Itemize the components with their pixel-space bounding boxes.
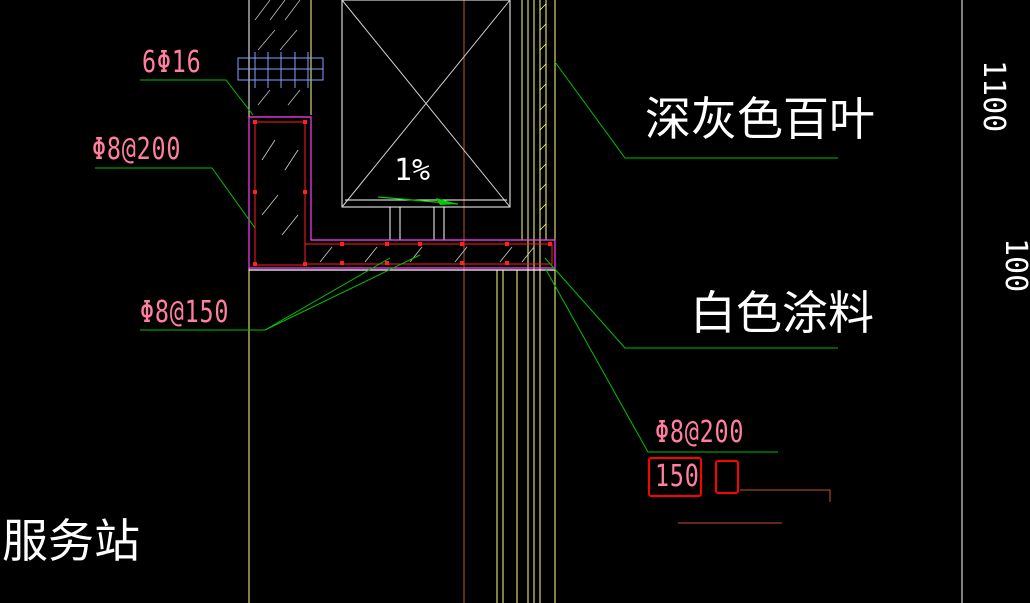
upper-wall-hatch [254,0,301,106]
louver-hatch [539,3,547,231]
leader-lines [95,61,838,453]
rebar-label-top: 6Φ16 [142,45,202,80]
station-label: 服务站 [2,514,140,568]
rebar-label-right: Φ8@200 [655,415,745,450]
concrete-hatch [261,139,535,263]
right-dimension-top: 1100 [976,60,1011,133]
vertical-wall-lines [248,0,963,603]
rebar-label-slab: Φ8@150 [140,295,230,330]
selection-boxes [648,457,739,497]
rebar-label-stirrup: Φ8@200 [92,132,182,167]
coating-label: 白色涂料 [690,286,874,340]
right-dimension-mid: 100 [998,238,1030,293]
beam-slab-outline [248,116,556,271]
rebar-dots [253,120,552,266]
slope-label: 1% [394,153,431,188]
window-frame [341,0,511,240]
dimension-lines [678,489,831,524]
slope-arrow [377,196,459,205]
top-rebar-symbol [237,52,324,88]
louver-label: 深灰色百叶 [645,92,875,146]
dimension-text-selected[interactable]: 150 [655,459,700,494]
